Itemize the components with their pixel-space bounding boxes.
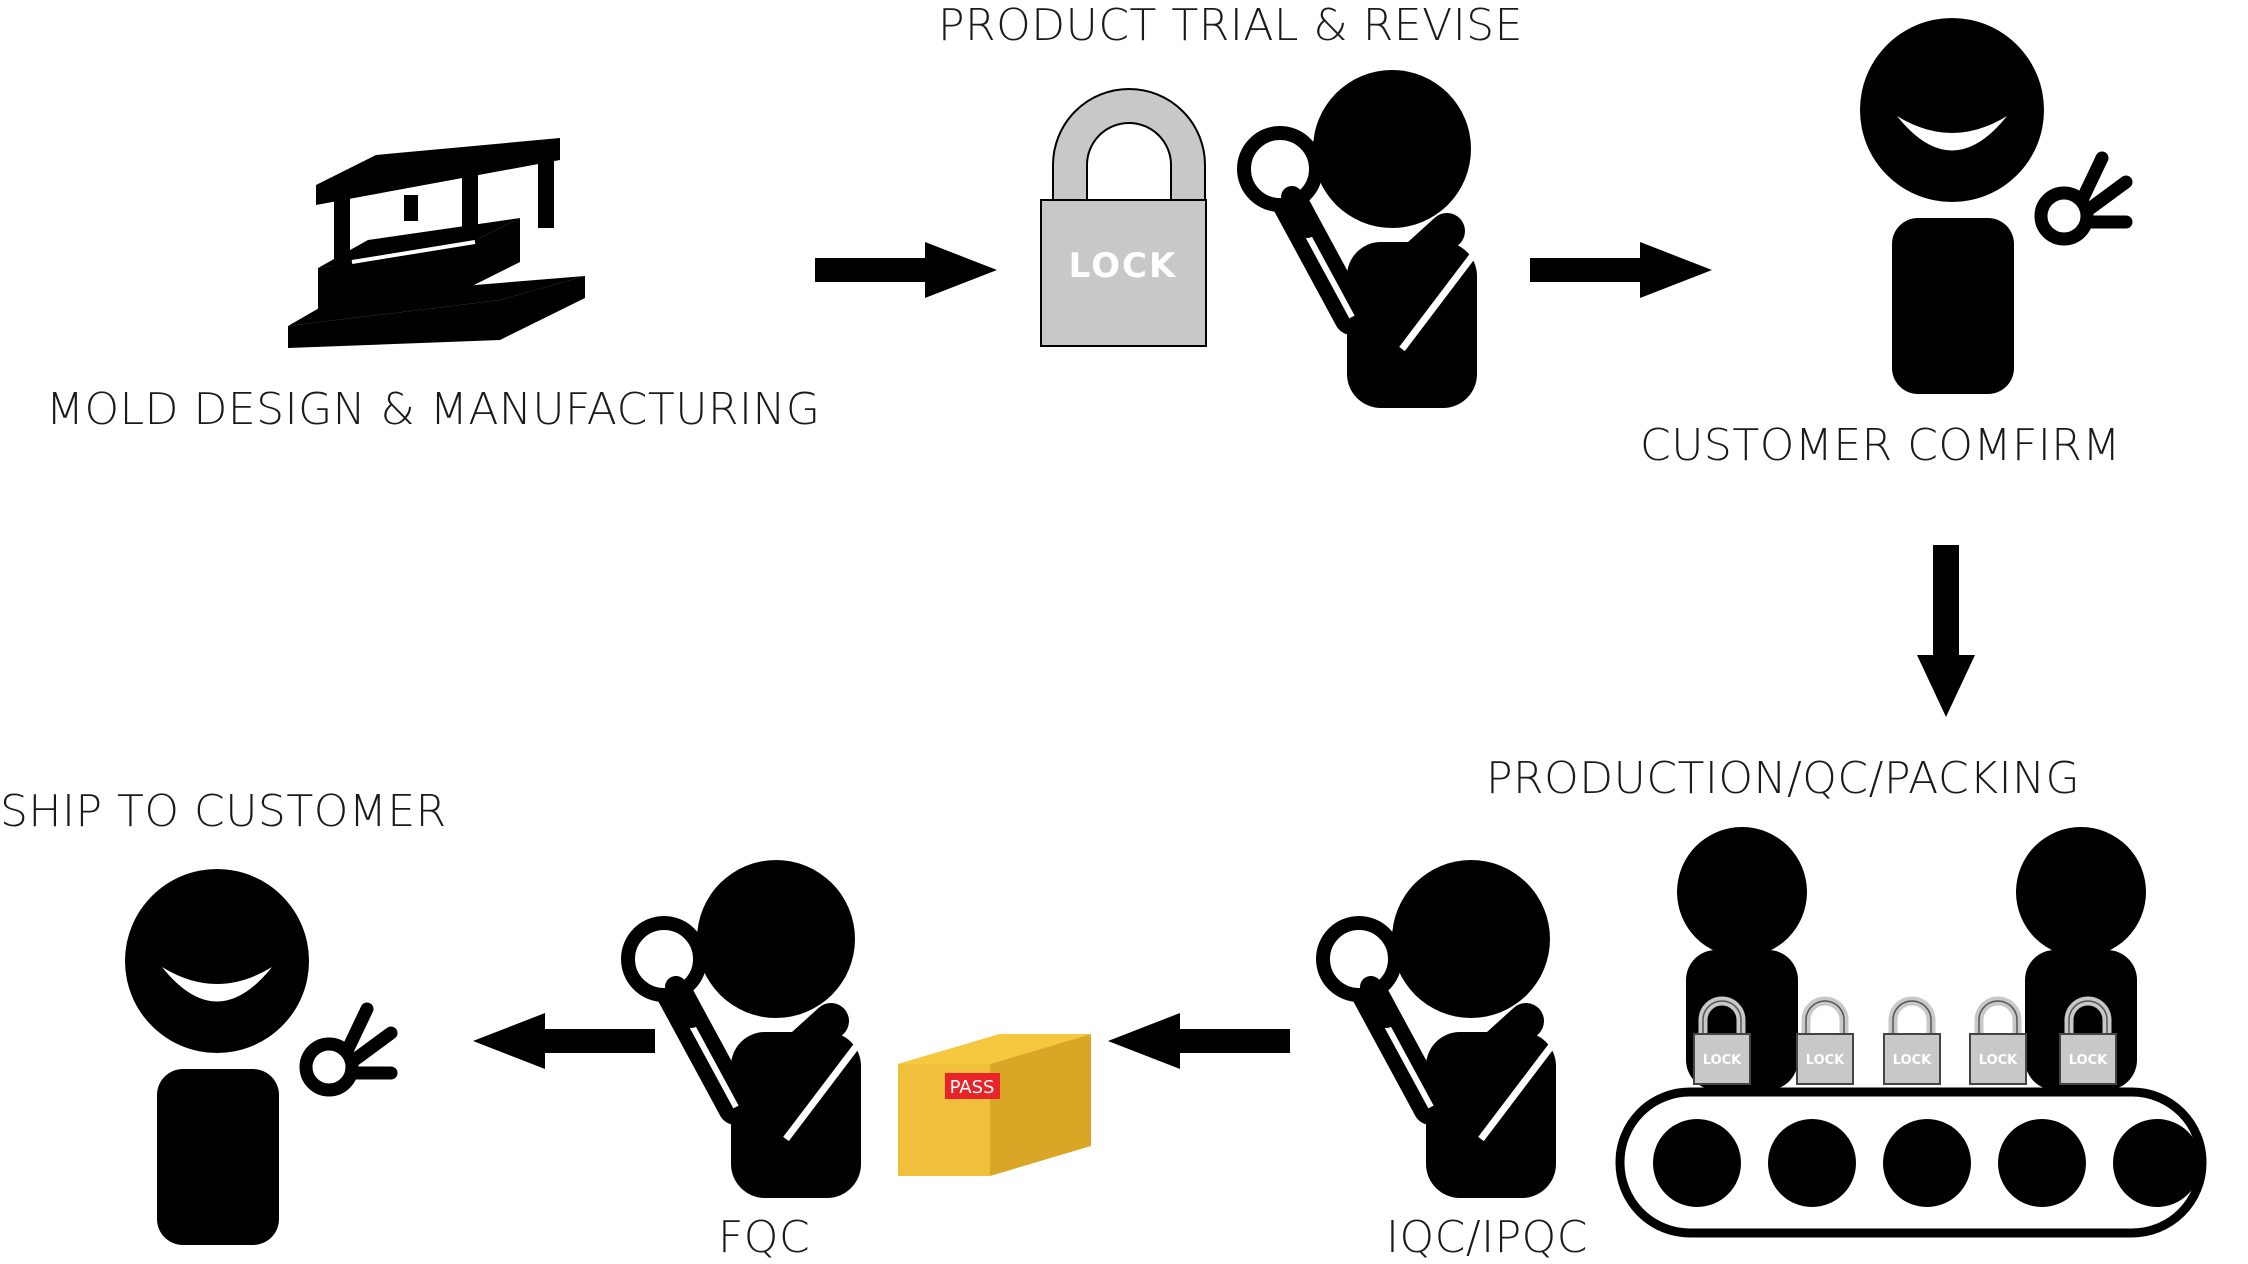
ship-customer-icon (125, 869, 391, 1245)
label-customer-confirm: CUSTOMER COMFIRM (1640, 420, 2121, 471)
label-mold-design: MOLD DESIGN & MANUFACTURING (46, 384, 821, 435)
arrow-trial-to-confirm (1530, 242, 1712, 298)
small-lock-text: LOCK (2069, 1053, 2108, 1068)
arrow-fqc-to-ship (473, 1013, 655, 1069)
small-lock-text: LOCK (1806, 1053, 1845, 1068)
label-fqc: FQC (718, 1212, 811, 1263)
customer-ok-icon (1860, 18, 2126, 394)
iqc-inspector-icon (1323, 860, 1556, 1198)
conveyor-icon (1615, 1087, 2207, 1238)
lock-text: LOCK (1069, 246, 1178, 286)
arrow-production-to-fqc (1108, 1013, 1290, 1069)
label-product-trial: PRODUCT TRIAL & REVISE (938, 0, 1523, 51)
small-lock-text: LOCK (1893, 1053, 1932, 1068)
fqc-inspector-icon (628, 860, 861, 1198)
production-line: LOCK LOCK LOCK LOCK LOCK (1677, 827, 2146, 1090)
padlock-icon: LOCK (1040, 88, 1207, 347)
arrow-confirm-to-production (1917, 545, 1975, 717)
small-lock-text: LOCK (1979, 1053, 2018, 1068)
small-lock-text: LOCK (1703, 1053, 1742, 1068)
pass-tag: PASS (950, 1077, 995, 1098)
box-icon: PASS (898, 1034, 1091, 1176)
arrow-mold-to-trial (815, 242, 997, 298)
mold-press-icon (288, 138, 585, 348)
label-ship-to-customer: SHIP TO CUSTOMER (0, 786, 447, 837)
padlock-row: LOCK LOCK LOCK LOCK LOCK (1694, 1001, 2116, 1084)
label-production: PRODUCTION/QC/PACKING (1486, 753, 2081, 804)
trial-inspector-icon (1244, 70, 1477, 408)
label-iqc-ipqc: IQC/IPQC (1386, 1212, 1589, 1263)
